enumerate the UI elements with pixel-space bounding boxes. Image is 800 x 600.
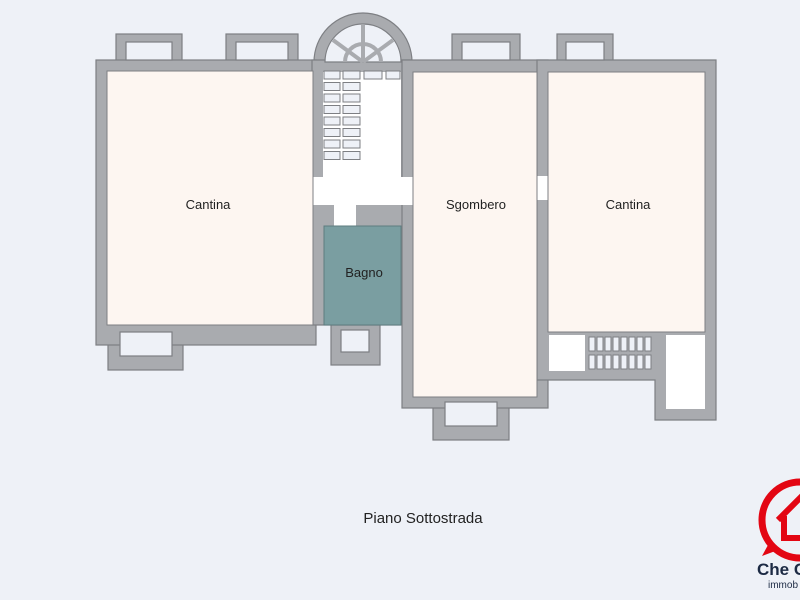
- room-label: Cantina: [606, 197, 652, 212]
- room-label: Bagno: [345, 265, 383, 280]
- stair-step: [323, 105, 341, 114]
- stair-step: [342, 139, 361, 149]
- stair-step: [342, 128, 361, 137]
- doorway: [312, 177, 414, 205]
- window: [125, 41, 173, 61]
- room-bagno: [323, 225, 402, 326]
- stair-step: [628, 354, 636, 370]
- logo-text: Che C: [757, 560, 800, 579]
- room-label: Sgombero: [446, 197, 506, 212]
- company-logo: [758, 478, 800, 562]
- stair-step: [323, 93, 341, 103]
- stair-step: [323, 139, 341, 149]
- window: [444, 401, 498, 427]
- stair-step: [342, 93, 361, 103]
- logo-subtext: immob: [768, 580, 799, 591]
- room-label: Cantina: [186, 197, 232, 212]
- stair-step: [342, 70, 361, 80]
- staircase: [323, 70, 401, 160]
- stair-step: [644, 354, 652, 370]
- window: [119, 331, 173, 357]
- stair-step: [342, 105, 361, 114]
- window: [461, 41, 511, 61]
- room-sgombero: [412, 71, 538, 398]
- stair-step: [604, 354, 612, 370]
- floor-caption: Piano Sottostrada: [363, 510, 483, 527]
- stair-step: [612, 354, 620, 370]
- stair-step: [636, 336, 644, 352]
- lower-landing: [549, 335, 585, 371]
- stair-step: [644, 336, 652, 352]
- room-cantina-right: [547, 71, 706, 333]
- stair-step: [620, 336, 628, 352]
- stair-step: [588, 354, 596, 370]
- stair-step: [628, 336, 636, 352]
- doorway: [536, 176, 549, 200]
- stair-step: [385, 70, 401, 80]
- room-cantina-left: [106, 70, 314, 326]
- stair-step: [342, 82, 361, 91]
- staircase-right: [588, 336, 652, 370]
- stair-step: [636, 354, 644, 370]
- window: [340, 329, 370, 353]
- stair-step: [323, 116, 341, 126]
- stair-step: [596, 354, 604, 370]
- stair-step: [323, 128, 341, 137]
- stair-step: [620, 354, 628, 370]
- stair-step: [323, 151, 341, 160]
- window: [565, 41, 605, 61]
- doorway: [334, 205, 356, 227]
- stair-step: [604, 336, 612, 352]
- stair-step: [342, 116, 361, 126]
- stair-step: [323, 70, 341, 80]
- stair-step: [588, 336, 596, 352]
- lower-landing: [666, 335, 705, 409]
- stair-step: [596, 336, 604, 352]
- stair-step: [363, 70, 383, 80]
- stair-step: [342, 151, 361, 160]
- window: [235, 41, 289, 61]
- stair-step: [323, 82, 341, 91]
- stair-step: [612, 336, 620, 352]
